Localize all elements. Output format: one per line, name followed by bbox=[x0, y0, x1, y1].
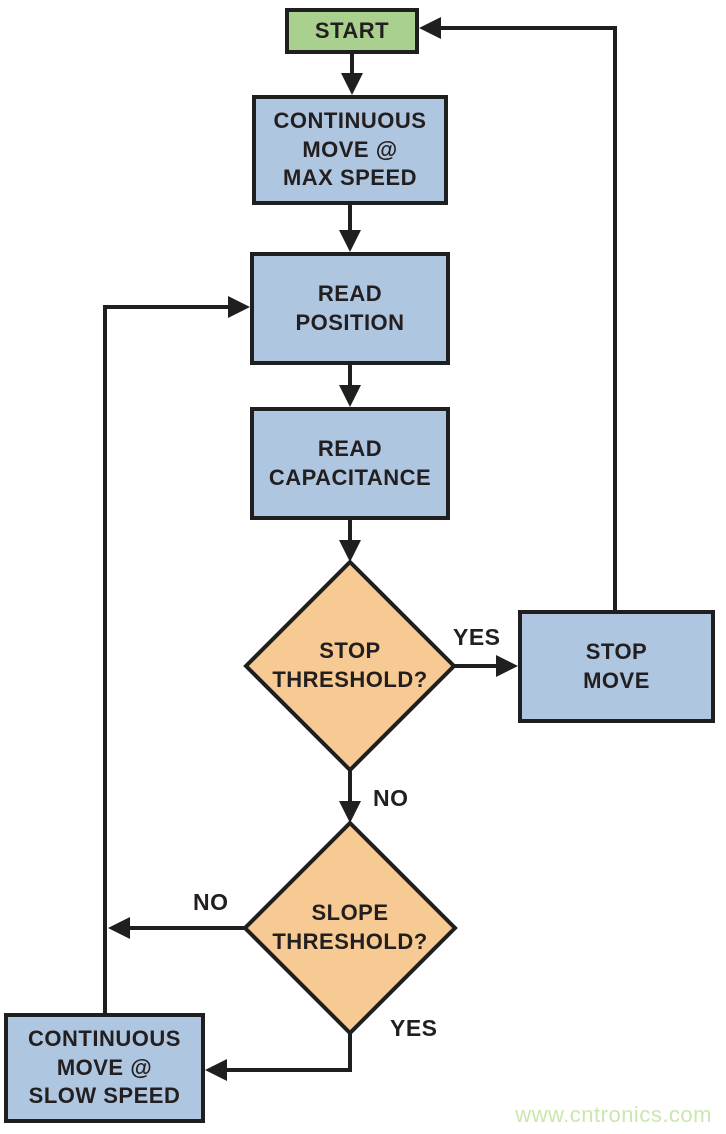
connector-left-rail-to-read-position bbox=[103, 305, 232, 1013]
node-start: START bbox=[285, 8, 419, 54]
arrowhead-into-read-capacitance bbox=[339, 385, 361, 407]
edge-label-slope-yes: YES bbox=[390, 1015, 438, 1041]
arrowhead-into-read-position-top bbox=[339, 230, 361, 252]
arrowhead-into-stop-move bbox=[496, 655, 518, 677]
node-read-capacitance: READ CAPACITANCE bbox=[250, 407, 450, 520]
node-stop-move: STOP MOVE bbox=[518, 610, 715, 723]
arrowhead-slope-no-into-rail bbox=[108, 917, 130, 939]
node-continuous-move-max-speed: CONTINUOUS MOVE @ MAX SPEED bbox=[252, 95, 448, 205]
edge-label-slope-no: NO bbox=[193, 889, 229, 915]
decision-slope-threshold-label: SLOPE THRESHOLD? bbox=[272, 900, 428, 954]
arrowhead-into-slope-threshold bbox=[339, 801, 361, 823]
arrowhead-into-read-position-left bbox=[228, 296, 250, 318]
edge-label-stop-yes: YES bbox=[453, 624, 501, 650]
node-continuous-move-slow-speed: CONTINUOUS MOVE @ SLOW SPEED bbox=[4, 1013, 205, 1123]
watermark-text: www.cntronics.com bbox=[515, 1102, 712, 1127]
node-read-position: READ POSITION bbox=[250, 252, 450, 365]
connector-slope-threshold-yes bbox=[225, 1033, 352, 1072]
connector-stop-move-to-start bbox=[440, 26, 617, 610]
arrowhead-into-stop-threshold bbox=[339, 540, 361, 562]
arrowhead-into-move-max bbox=[341, 73, 363, 95]
edge-label-stop-no: NO bbox=[373, 785, 409, 811]
arrowhead-into-move-slow bbox=[205, 1059, 227, 1081]
decision-slope-threshold-shape bbox=[242, 820, 458, 1036]
arrowhead-into-start bbox=[419, 17, 441, 39]
decision-stop-threshold-shape bbox=[243, 559, 457, 773]
decision-stop-threshold-label: STOP THRESHOLD? bbox=[272, 638, 428, 692]
